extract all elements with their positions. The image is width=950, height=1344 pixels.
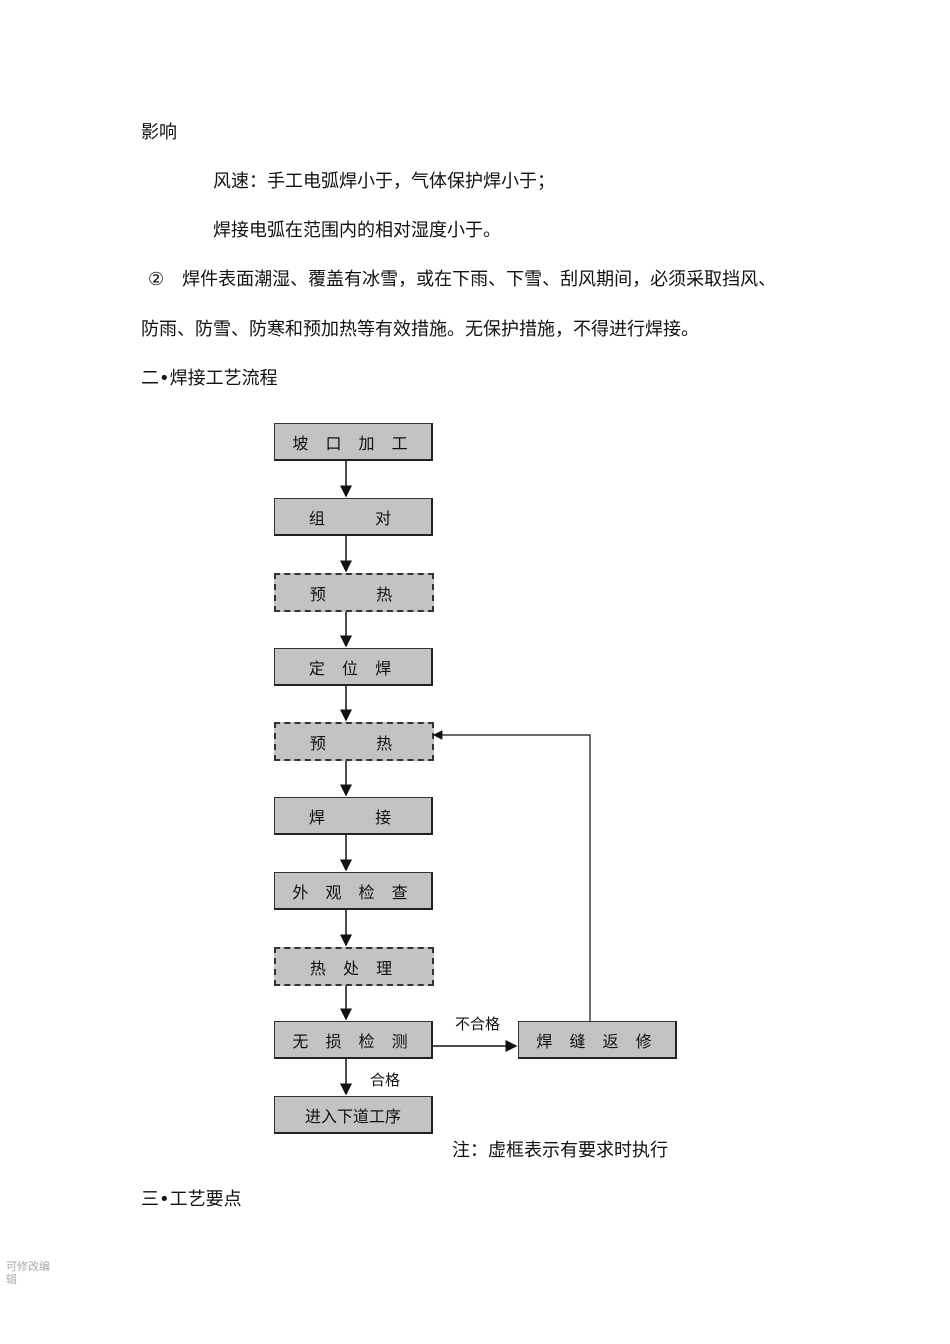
flow-step-visual-inspection: 外 观 检 查 <box>274 872 433 910</box>
flow-step-heat-treatment: 热 处 理 <box>274 947 434 986</box>
section-heading: 二•焊接工艺流程 <box>141 368 278 389</box>
flow-step-preheat: 预 热 <box>274 573 434 612</box>
footer-watermark: 可修改编辑 <box>6 1260 50 1286</box>
paragraph: 影响 <box>141 122 177 143</box>
flow-step-next-process: 进入下道工序 <box>274 1096 433 1134</box>
section-heading: 三•工艺要点 <box>141 1189 242 1210</box>
flow-step-tack-weld: 定 位 焊 <box>274 648 433 686</box>
flowchart-note: 注：虚框表示有要求时执行 <box>452 1140 668 1161</box>
flow-step-bevel: 坡 口 加 工 <box>274 423 433 461</box>
flow-step-welding: 焊 接 <box>274 797 433 835</box>
paragraph: ② 焊件表面潮湿、覆盖有冰雪，或在下雨、下雪、刮风期间，必须采取挡风、 <box>148 269 777 290</box>
paragraph: 焊接电弧在范围内的相对湿度小于。 <box>213 220 501 241</box>
flow-step-preheat-2: 预 热 <box>274 722 434 761</box>
paragraph: 防雨、防雪、防寒和预加热等有效措施。无保护措施，不得进行焊接。 <box>141 319 699 340</box>
flow-step-ndt: 无 损 检 测 <box>274 1021 433 1059</box>
flow-step-repair: 焊 缝 返 修 <box>518 1021 677 1059</box>
pass-label: 合格 <box>370 1071 401 1089</box>
fail-label: 不合格 <box>455 1015 501 1033</box>
flow-step-fitup: 组 对 <box>274 498 433 536</box>
paragraph: 风速：手工电弧焊小于，气体保护焊小于； <box>213 171 555 192</box>
